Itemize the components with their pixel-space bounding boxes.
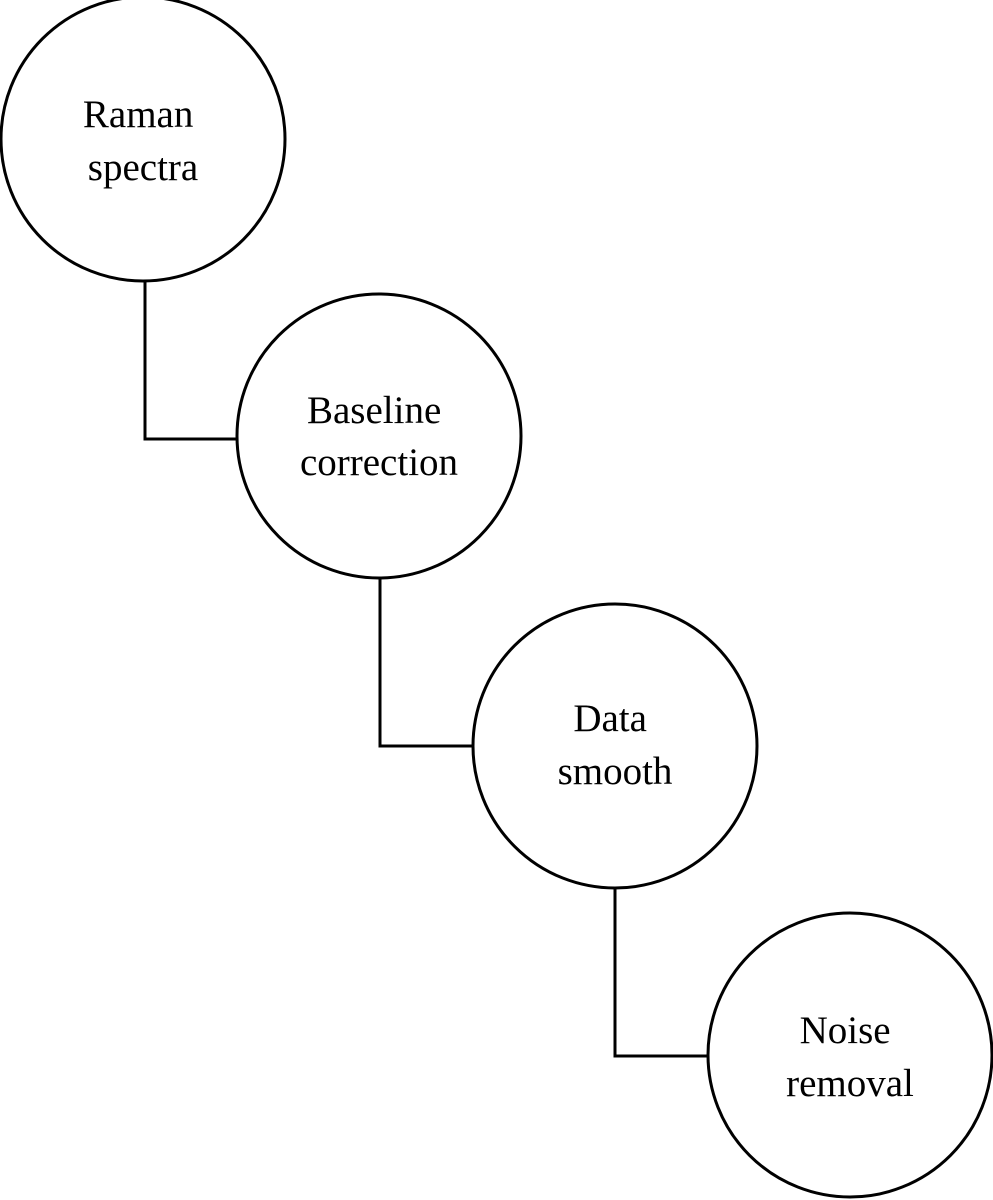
node-label-line: Noise [800,1009,891,1052]
node-label: Baseline correction [300,389,458,484]
connector-baseline-to-smooth [378,578,474,748]
node-circle [471,602,759,890]
node-data-smooth: Data smooth [471,602,759,890]
node-label-line: Raman [83,93,193,136]
node-label-line: smooth [558,750,673,793]
node-label-line: correction [300,441,458,484]
node-label: Noise removal [786,1009,914,1105]
node-circle [235,292,523,580]
node-label: Raman spectra [83,93,203,189]
node-raman-spectra: Raman spectra [0,0,287,283]
connector-raman-to-baseline [143,282,237,441]
node-label-line: spectra [88,146,198,189]
node-circle [706,911,993,1199]
node-noise-removal: Noise removal [706,911,993,1199]
node-label-line: Data [573,697,647,740]
node-label-line: removal [786,1062,914,1105]
node-circle [0,0,287,283]
node-label: Data smooth [558,697,673,793]
connector-smooth-to-noise [613,888,709,1058]
node-label-line: Baseline [307,389,441,432]
node-baseline-correction: Baseline correction [235,292,523,580]
